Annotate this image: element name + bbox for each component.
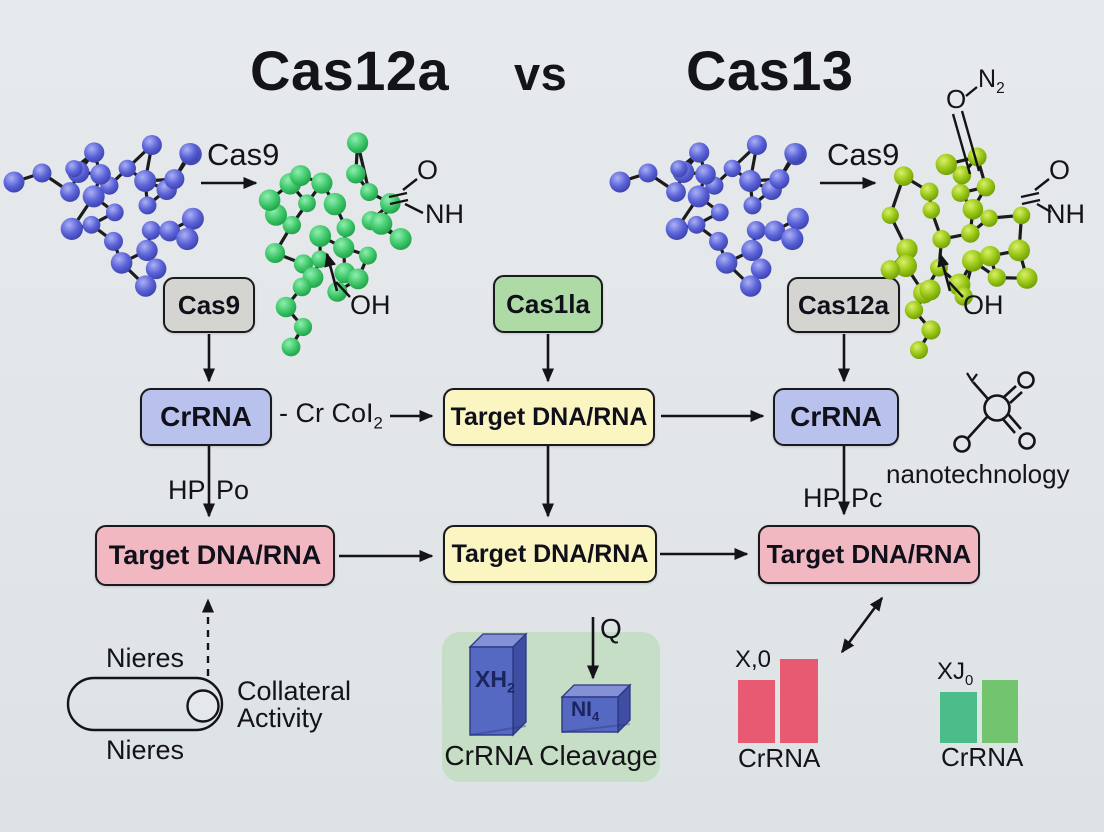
- crrna-left-label: CrRNA: [160, 401, 252, 432]
- oh-pointer-arrow-left: [324, 252, 339, 292]
- cas9-box-label: Cas9: [177, 289, 241, 320]
- nitro-group: [951, 86, 981, 175]
- red-chart-bar-1: [738, 680, 775, 743]
- cas12a-box-label: Cas12a: [797, 289, 890, 320]
- xh2-base: XH: [475, 666, 507, 692]
- plasmid-capsule: [66, 676, 224, 732]
- cas9-arrow-label-right: Cas9: [827, 137, 900, 172]
- cleavage-bar-xh2: [468, 632, 528, 737]
- cas9-box: Cas9: [163, 277, 255, 333]
- n2-base: N: [978, 65, 997, 93]
- nh-label-left: NH: [425, 199, 464, 229]
- nitro-o-label: O: [946, 84, 967, 114]
- xh2-bar-label: XH2: [475, 666, 515, 696]
- cas1la-box: Cas1la: [493, 275, 603, 333]
- nitro-n2-label: N2: [978, 65, 1005, 96]
- o-label-right: O: [1049, 155, 1071, 185]
- hp-label-right: HP: [803, 483, 841, 513]
- o-label-left: O: [417, 155, 439, 185]
- xj0-base: XJ: [937, 658, 966, 685]
- nieres-bottom-label: Nieres: [106, 735, 185, 765]
- cas1la-box-label: Cas1la: [506, 288, 590, 319]
- target-mid-bottom-label: Target DNA/RNA: [451, 539, 649, 568]
- flow-arrows: [201, 177, 952, 680]
- red-chart-bar-2: [780, 659, 818, 743]
- oh-bond-left: [335, 281, 351, 298]
- carbonyl-left: [388, 178, 424, 215]
- molecule-blue-right: [609, 135, 809, 297]
- double-headed-arrow: [840, 596, 884, 654]
- nanotech-structure: [953, 371, 1036, 453]
- target-mid-top-label: Target DNA/RNA: [450, 402, 648, 431]
- cross-reaction-label: - Cr CoI2: [279, 398, 383, 431]
- target-box-mid-top: Target DNA/RNA: [443, 388, 655, 446]
- ni4-bar-label: NI4: [571, 698, 600, 725]
- cas9-arrow-label-left: Cas9: [207, 137, 280, 172]
- ni4-sub: 4: [592, 709, 600, 725]
- ni4-base: NI: [571, 698, 592, 721]
- red-chart-xlabel: CrRNA: [738, 743, 821, 773]
- po-label: Po: [216, 475, 250, 505]
- cas12a-box: Cas12a: [787, 277, 900, 333]
- title-vs: vs: [514, 47, 568, 100]
- nanotech-tick-arrow: [966, 372, 978, 383]
- nieres-top-label: Nieres: [106, 643, 185, 673]
- oh-label-right: OH: [963, 290, 1004, 320]
- crrna-box-left: CrRNA: [140, 388, 272, 446]
- target-right-label: Target DNA/RNA: [766, 539, 972, 569]
- green-chart-bar-2: [982, 680, 1018, 743]
- oh-bond-right: [948, 281, 964, 298]
- cleavage-bar-ni4: [560, 683, 632, 734]
- xj0-sub: 0: [965, 672, 974, 689]
- green-chart-bar-1: [940, 692, 977, 743]
- carbonyl-right: [1020, 178, 1052, 214]
- collateral-line1: Collateral: [237, 676, 352, 706]
- cleavage-caption: CrRNA Cleavage: [444, 740, 658, 771]
- chem-structures: [66, 86, 1052, 732]
- red-chart-annotation: X,0: [735, 646, 772, 673]
- q-label: Q: [600, 613, 622, 644]
- cleavage-3d-bars: [468, 632, 632, 737]
- green-chart-annotation: XJ0: [937, 658, 973, 688]
- oh-pointer-arrow-right: [937, 252, 952, 292]
- molecule-lime-right: [880, 147, 1038, 359]
- pc-label: Pc: [851, 483, 883, 513]
- xh2-sub: 2: [506, 680, 515, 697]
- cross-label-sub: 2: [373, 413, 383, 433]
- nh-label-right: NH: [1046, 199, 1085, 229]
- nanotechnology-label: nanotechnology: [886, 459, 1070, 489]
- crrna-right-label: CrRNA: [790, 401, 882, 432]
- n2-sub: 2: [996, 80, 1005, 97]
- oh-label-left: OH: [350, 290, 391, 320]
- green-chart-xlabel: CrRNA: [941, 742, 1024, 772]
- target-box-mid-bottom: Target DNA/RNA: [443, 525, 657, 583]
- title-cas12a: Cas12a: [250, 39, 450, 102]
- target-box-left: Target DNA/RNA: [95, 525, 335, 586]
- molecule-green-left: [258, 132, 412, 357]
- molecule-blue-left: [3, 135, 204, 297]
- crrna-box-right: CrRNA: [773, 388, 899, 446]
- title-cas13: Cas13: [686, 39, 854, 102]
- target-left-label: Target DNA/RNA: [108, 540, 322, 570]
- cross-label-base: - Cr CoI: [279, 398, 374, 428]
- target-box-right: Target DNA/RNA: [758, 525, 980, 584]
- collateral-line2: Activity: [237, 703, 323, 733]
- hp-label-left: HP: [168, 475, 206, 505]
